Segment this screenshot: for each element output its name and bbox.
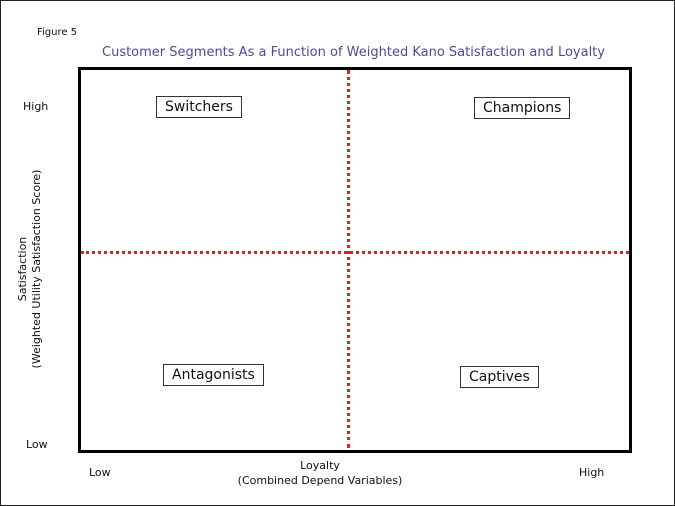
quadrant-captives: Captives [460,366,539,388]
horizontal-divider [81,251,629,254]
y-axis-title-line2: (Weighted Utility Satisfaction Score) [30,169,43,369]
y-axis-high-label: High [23,100,49,113]
vertical-divider [347,70,350,448]
x-axis-title: Loyalty (Combined Depend Variables) [220,458,420,488]
x-axis-title-line1: Loyalty [300,459,340,472]
y-axis-low-label: Low [26,438,48,451]
diagram-title: Customer Segments As a Function of Weigh… [102,45,605,60]
quadrant-antagonists: Antagonists [163,364,264,386]
y-axis-title: Satisfaction (Weighted Utility Satisfact… [16,159,44,379]
quadrant-plot-area [78,67,632,453]
quadrant-switchers: Switchers [156,96,242,118]
figure-label: Figure 5 [37,27,78,38]
quadrant-champions: Champions [474,97,571,119]
y-axis-title-line1: Satisfaction [16,236,29,302]
x-axis-title-line2: (Combined Depend Variables) [237,474,403,487]
x-axis-high-label: High [579,466,605,479]
x-axis-low-label: Low [89,466,111,479]
